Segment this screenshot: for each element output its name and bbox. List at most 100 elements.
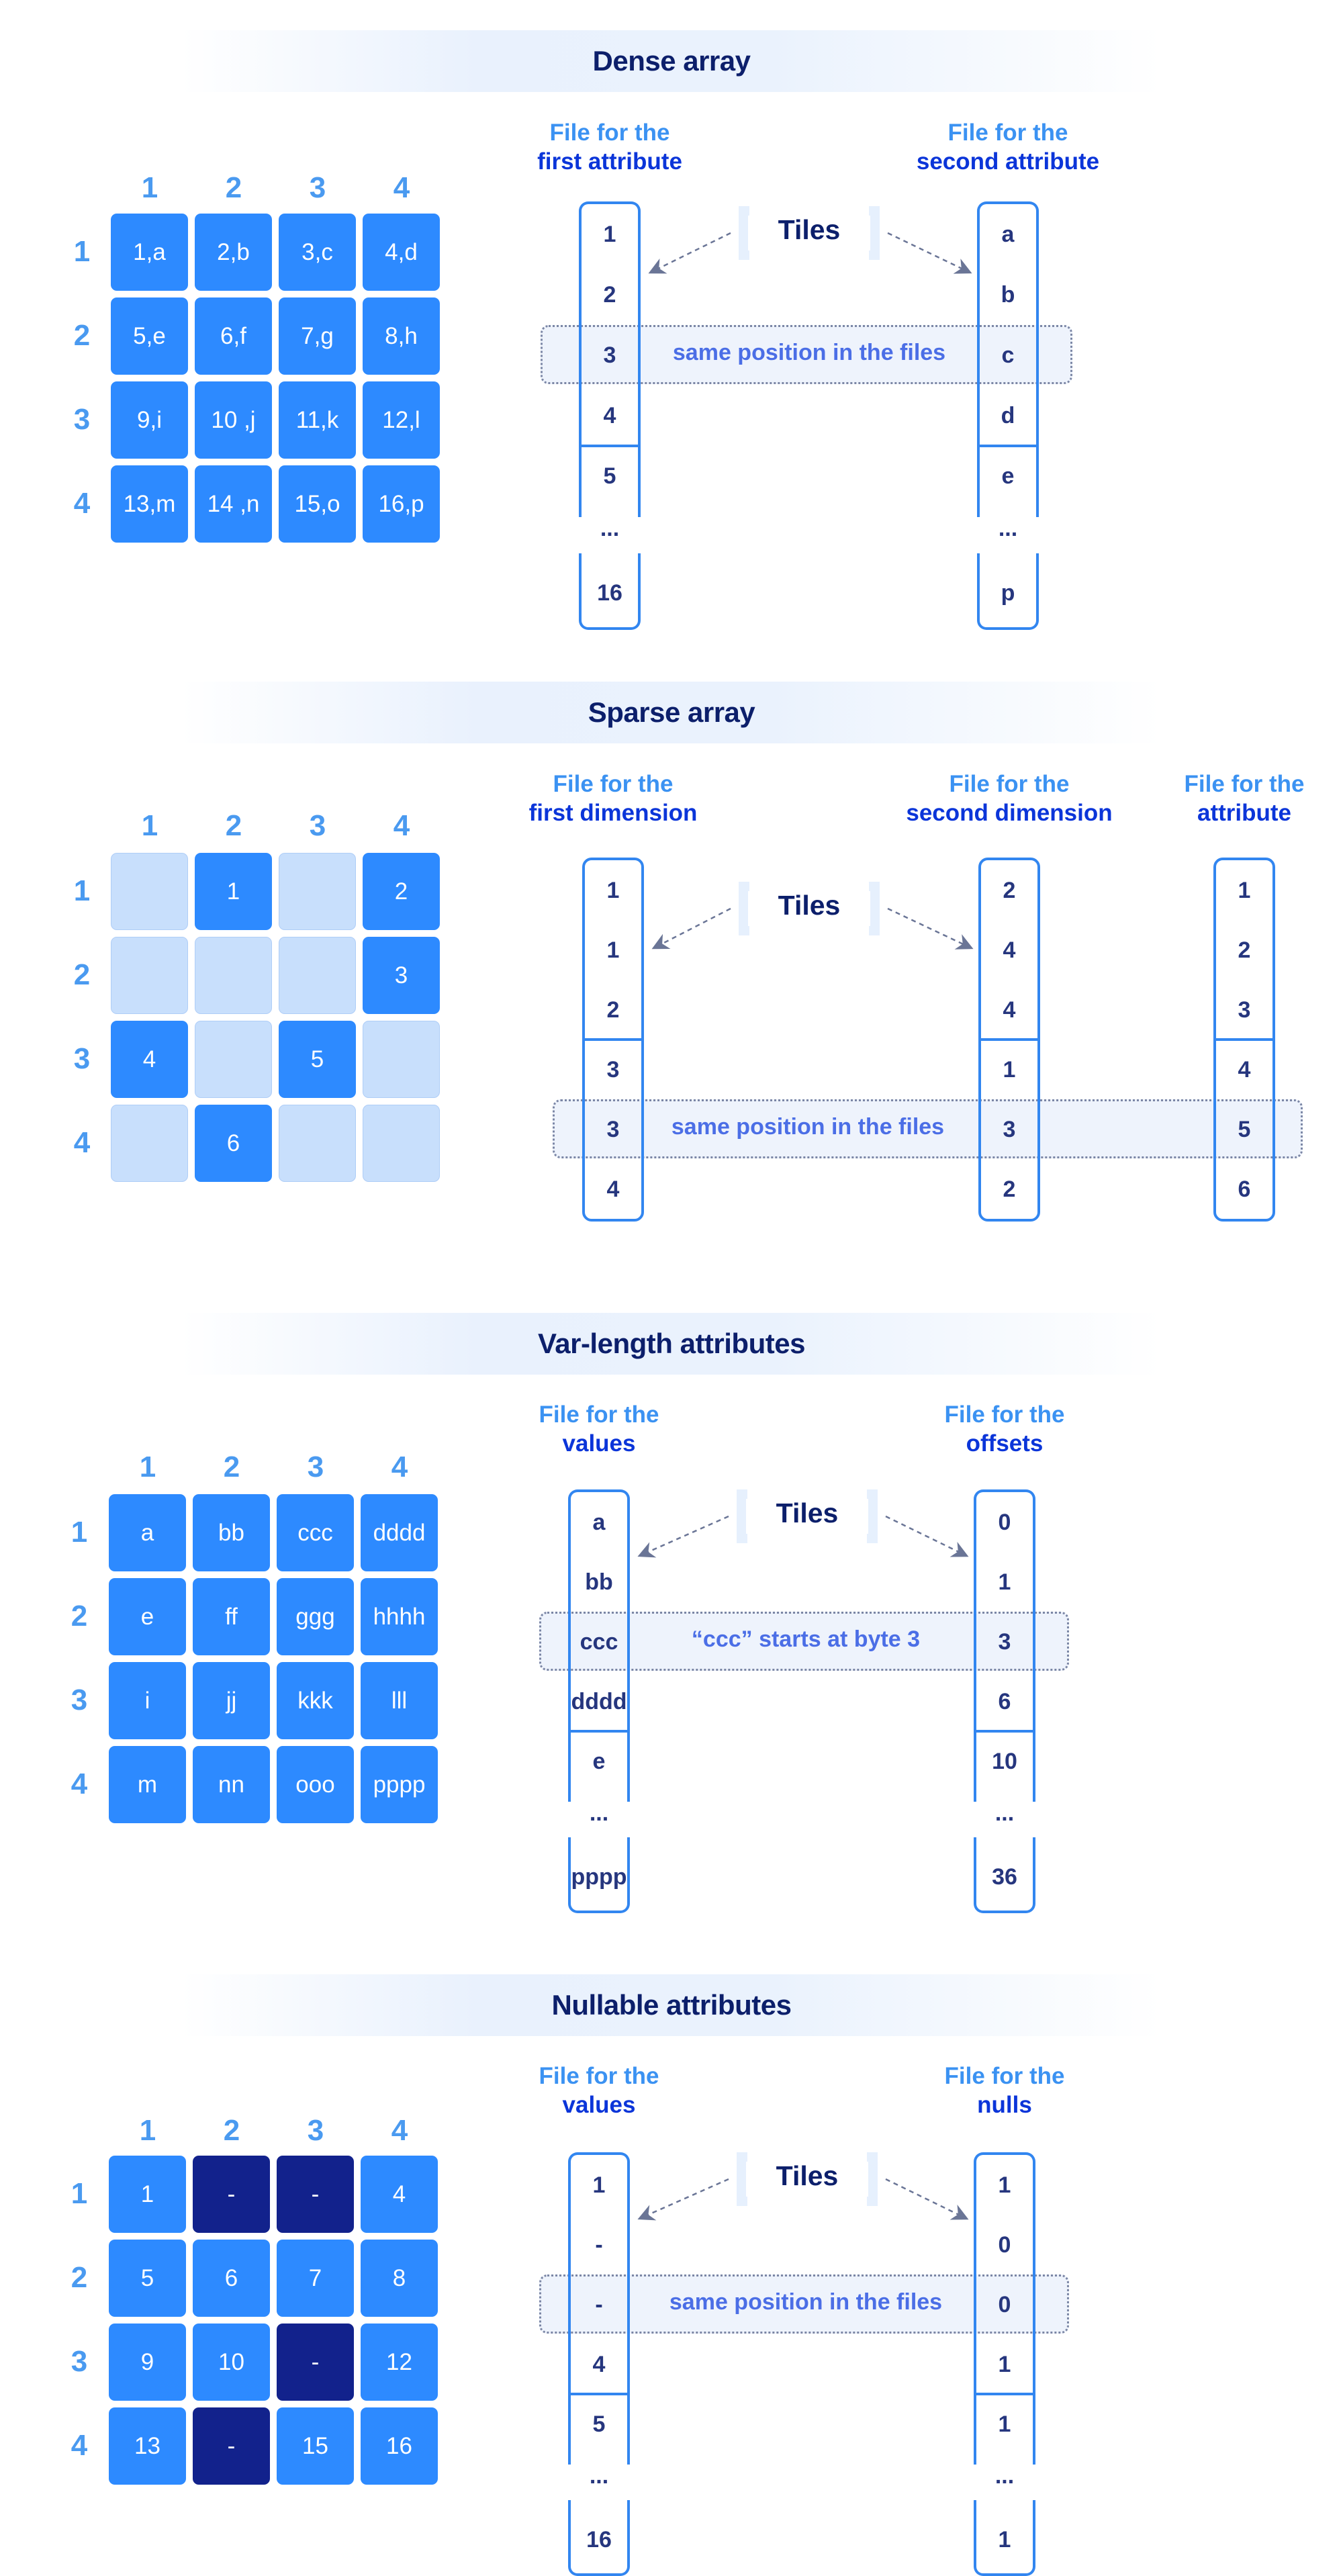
file-ellipsis: ... — [994, 1800, 1015, 1826]
grid-cell: 1,a — [111, 214, 188, 291]
grid-row-label: 4 — [73, 1126, 91, 1159]
grid-cell: hhhh — [361, 1578, 438, 1655]
file-item: 3 — [1003, 1116, 1016, 1142]
grid-row-label: 1 — [73, 874, 91, 907]
grid-row-label: 2 — [73, 958, 91, 991]
file-ellipsis: ... — [994, 2463, 1015, 2489]
grid-cell: 5 — [279, 1021, 356, 1098]
file-item: bb — [585, 1569, 613, 1595]
grid-row-label: 2 — [71, 2261, 88, 2294]
grid-cell: 9,i — [111, 381, 188, 459]
file-item: - — [595, 2291, 603, 2317]
file-item: 2 — [1003, 1176, 1016, 1202]
file-item: e — [592, 1748, 606, 1774]
file-item: 3 — [606, 1116, 620, 1142]
file-header-prefix: File for the — [539, 2063, 659, 2089]
grid-row-label: 3 — [73, 403, 91, 436]
bracket-left-icon — [737, 2152, 747, 2206]
highlight-label: same position in the files — [671, 1114, 945, 1140]
grid-cell: nn — [193, 1746, 270, 1823]
file-item: 5 — [603, 463, 616, 489]
grid-cell: 6 — [195, 1105, 272, 1182]
grid-cell: 2 — [363, 853, 440, 930]
file-item: 0 — [998, 2232, 1011, 2258]
file-header-name: values — [562, 1430, 636, 1457]
tiles-arrow-right — [887, 907, 974, 950]
file-item: 1 — [998, 2411, 1011, 2437]
file-item-last: p — [1001, 580, 1015, 606]
grid-cell: dddd — [361, 1494, 438, 1571]
grid-cell: 15,o — [279, 465, 356, 543]
file-ellipsis: ... — [589, 2463, 609, 2489]
same-position-highlight — [541, 325, 1072, 384]
section-title: Nullable attributes — [551, 1989, 792, 2021]
file-box-top — [568, 1489, 630, 1802]
tile-divider — [977, 445, 1039, 447]
grid-cell: 11,k — [279, 381, 356, 459]
grid-cell: 5 — [109, 2240, 186, 2317]
file-item-last: pppp — [571, 1864, 627, 1890]
grid-cell: kkk — [277, 1662, 354, 1739]
grid-cell — [111, 853, 188, 930]
grid-cell: ooo — [277, 1746, 354, 1823]
file-header-name: first dimension — [528, 800, 698, 826]
varlen-title-band: Var-length attributes — [181, 1313, 1162, 1375]
file-header-prefix: File for the — [549, 120, 670, 146]
grid-cell: 6,f — [195, 297, 272, 375]
grid-cell: 3,c — [279, 214, 356, 291]
grid-cell: 12,l — [363, 381, 440, 459]
file-header-name: values — [562, 2092, 636, 2118]
file-item: 10 — [992, 1748, 1017, 1774]
grid-cell — [195, 1021, 272, 1098]
grid-cell: 6 — [193, 2240, 270, 2317]
grid-row-label: 3 — [73, 1042, 91, 1075]
file-item: 6 — [998, 1688, 1011, 1714]
file-item: 1 — [1238, 877, 1251, 903]
grid-cell: - — [277, 2156, 354, 2233]
file-item: 0 — [998, 1509, 1011, 1535]
grid-cell: 13 — [109, 2407, 186, 2485]
tiles-arrow-right — [885, 2178, 969, 2220]
tiles-label: Tiles — [776, 1498, 839, 1528]
grid-row-label: 2 — [73, 319, 91, 352]
grid-cell — [111, 1105, 188, 1182]
grid-cell: - — [193, 2156, 270, 2233]
file-header-prefix: File for the — [944, 2063, 1065, 2089]
file-item: 6 — [1238, 1176, 1251, 1202]
grid-row-label: 1 — [71, 1516, 88, 1549]
grid-row-label: 4 — [73, 487, 91, 520]
grid-column-label: 4 — [391, 2114, 408, 2147]
tiles-arrow-right — [885, 1515, 969, 1557]
tiles-label: Tiles — [776, 2160, 839, 2191]
tile-divider — [579, 445, 641, 447]
file-box-top — [579, 201, 641, 517]
grid-cell: 4 — [361, 2156, 438, 2233]
file-box-bottom — [579, 553, 641, 630]
grid-cell — [195, 937, 272, 1014]
grid-cell: lll — [361, 1662, 438, 1739]
section-title: Dense array — [592, 45, 751, 77]
file-item: c — [1001, 342, 1015, 368]
bracket-right-icon — [869, 206, 880, 260]
tiles-arrow-left — [637, 1515, 729, 1558]
grid-row-label: 2 — [71, 1600, 88, 1632]
file-item: 4 — [1003, 937, 1016, 963]
tiles-arrow-left — [648, 232, 731, 274]
file-item: 0 — [998, 2291, 1011, 2317]
grid-cell: 4 — [111, 1021, 188, 1098]
grid-row-label: 3 — [71, 1684, 88, 1716]
file-item: 4 — [603, 402, 616, 428]
grid-cell: 1 — [109, 2156, 186, 2233]
file-item: 3 — [603, 342, 616, 368]
tiles-label: Tiles — [778, 890, 841, 921]
grid-cell: 4,d — [363, 214, 440, 291]
grid-cell: 16,p — [363, 465, 440, 543]
grid-cell: m — [109, 1746, 186, 1823]
grid-cell: pppp — [361, 1746, 438, 1823]
nullable-title-band: Nullable attributes — [181, 1974, 1162, 2036]
